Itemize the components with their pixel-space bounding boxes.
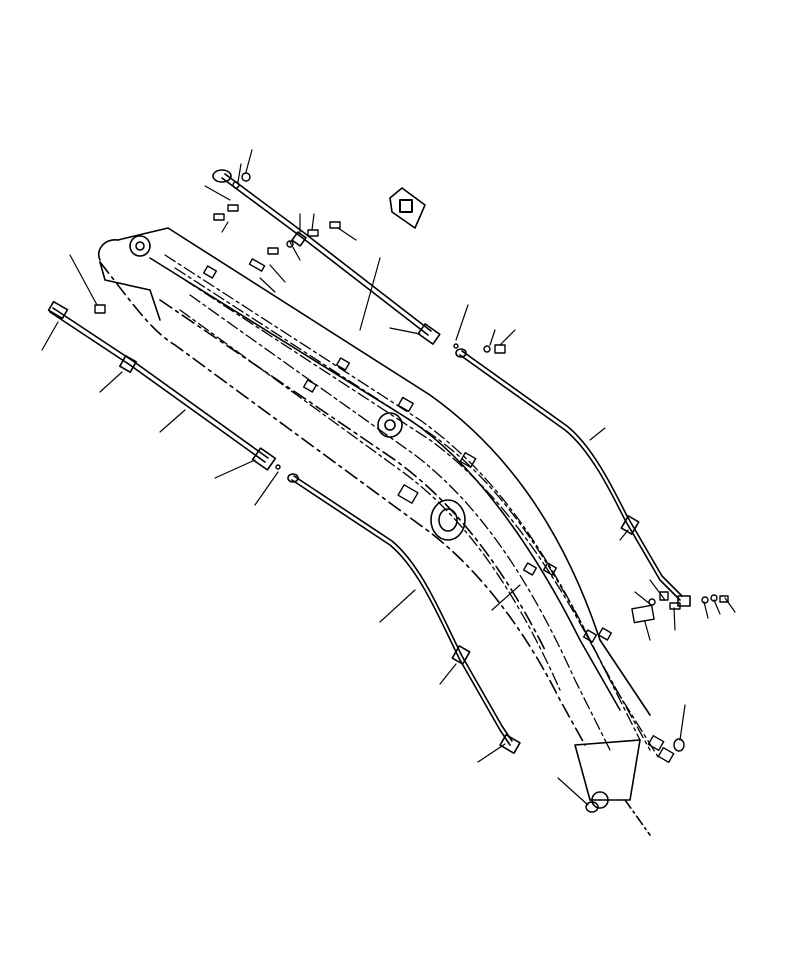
bolt [213,213,225,221]
hose-clamp [397,484,419,504]
washer [483,345,491,353]
bolt [719,595,729,603]
hose-clamp [459,451,477,469]
hose-clamp [582,629,598,643]
upper-tube [212,169,441,345]
foot-pin-boss [591,791,609,809]
o-ring [673,738,685,752]
plate [631,604,655,624]
hose-clamp [397,396,414,413]
hose-clamp [647,734,665,752]
top-pin-boss [129,235,151,257]
right-tube [455,348,691,607]
hose-clamp [597,627,613,641]
plug [275,464,281,470]
hose-clamp [302,379,318,393]
tube-clamp [119,355,137,373]
bolt [241,172,251,182]
fasteners [94,172,729,813]
bolt [267,247,279,255]
bolt [94,304,106,314]
leader-lines [41,149,736,806]
mid-pin-boss [377,412,403,438]
plug [453,343,459,349]
washer [286,240,294,248]
hose-clamp [522,562,538,576]
lower-tube [287,473,521,754]
hose-clamp [657,746,675,764]
cylinder-boss [430,499,466,541]
boom-body [98,227,651,836]
front-direction-arrow-icon [389,187,426,229]
bolt [307,229,319,237]
washer [701,596,709,604]
bolt [329,221,341,229]
left-tube [47,300,277,471]
bolt [248,258,266,272]
o-ring [585,801,599,813]
tube-clamp [451,645,471,665]
bolt [494,344,506,354]
hose-clamps [202,265,675,764]
tube-clamp [291,231,307,247]
hose-clamp [542,562,558,576]
hose-clamp [202,265,218,279]
bolt [659,591,669,601]
bolt [227,204,239,212]
bolt [669,602,681,610]
washer [232,181,240,189]
hose-clamp [335,357,351,371]
hose-bundle [164,254,661,761]
